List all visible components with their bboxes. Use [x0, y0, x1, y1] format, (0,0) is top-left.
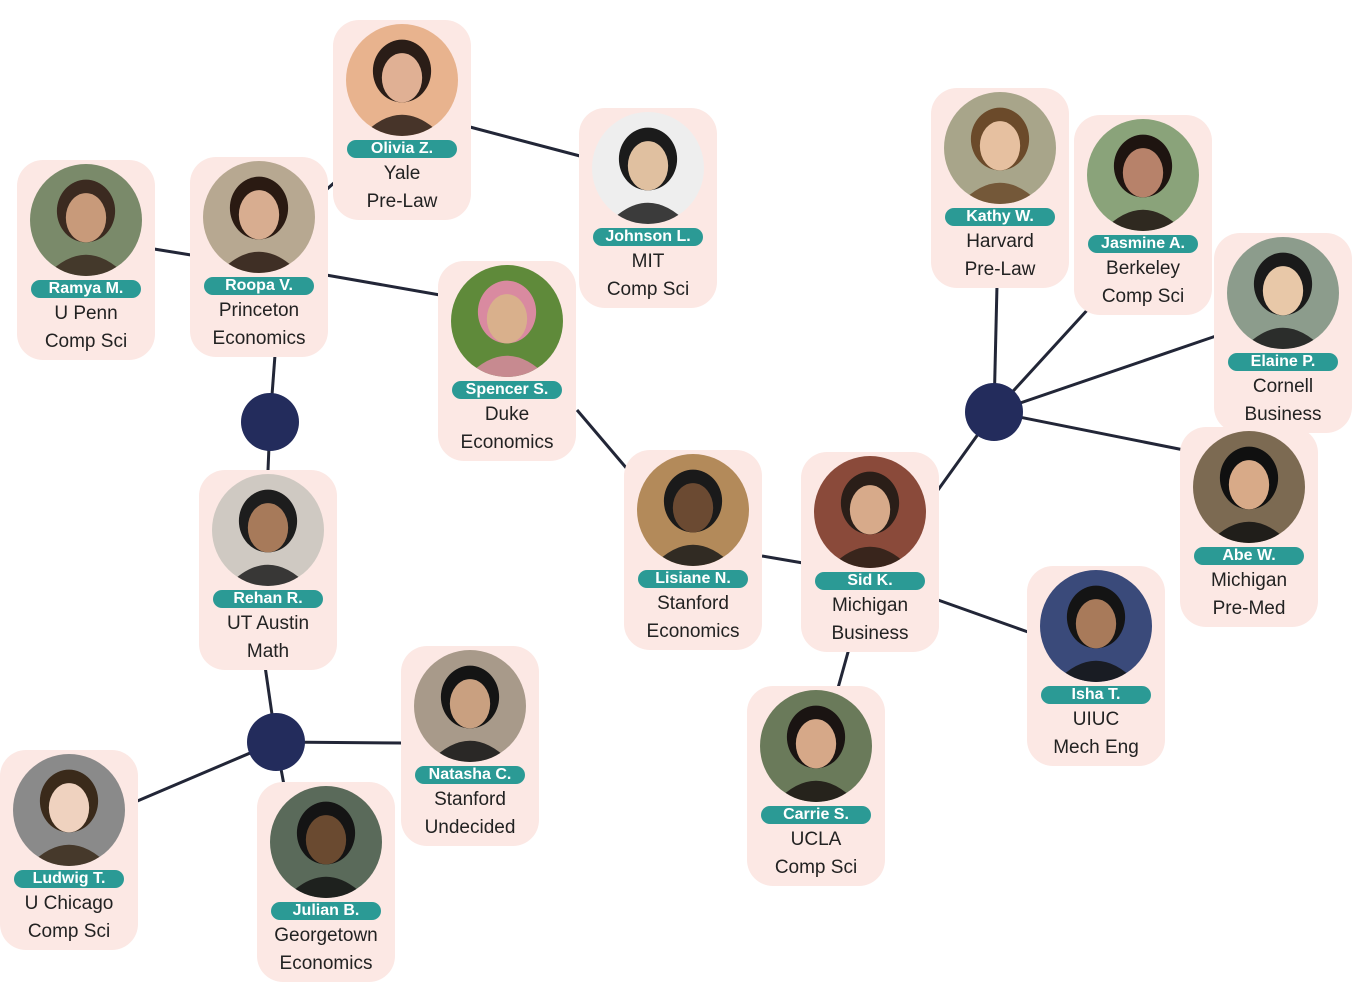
hub-roopa-rehan	[241, 393, 299, 451]
field-label: Pre-Med	[1212, 598, 1286, 619]
field-label: Undecided	[424, 817, 516, 838]
avatar	[212, 474, 324, 586]
name-label: Julian B.	[271, 902, 381, 920]
avatar	[270, 786, 382, 898]
name-label: Rehan R.	[213, 590, 323, 608]
school-label: Duke	[484, 404, 530, 425]
name-label: Roopa V.	[204, 277, 314, 295]
name-label: Elaine P.	[1228, 353, 1338, 371]
school-label: UIUC	[1072, 709, 1120, 730]
field-label: Comp Sci	[774, 857, 858, 878]
name-label: Ramya M.	[31, 280, 141, 298]
avatar	[1193, 431, 1305, 543]
person-card-carrie[interactable]: Carrie S. UCLA Comp Sci	[747, 686, 885, 886]
field-label: Comp Sci	[27, 921, 111, 942]
school-label: Georgetown	[274, 925, 378, 946]
name-label: Isha T.	[1041, 686, 1151, 704]
school-label: Stanford	[657, 593, 729, 614]
avatar	[1087, 119, 1199, 231]
link-ramya-roopa	[153, 247, 192, 257]
field-label: Pre-Law	[964, 259, 1036, 280]
field-label: Economics	[279, 953, 373, 974]
name-label: Kathy W.	[945, 208, 1055, 226]
field-label: Economics	[460, 432, 554, 453]
link-east-hub-abe	[993, 410, 1185, 452]
name-label: Sid K.	[815, 572, 925, 590]
avatar	[944, 92, 1056, 204]
school-label: Michigan	[1210, 570, 1288, 591]
name-label: Johnson L.	[593, 228, 703, 246]
school-label: Yale	[383, 163, 421, 184]
link-east-hub-elaine	[993, 334, 1217, 414]
school-label: U Chicago	[24, 893, 114, 914]
name-label: Olivia Z.	[347, 140, 457, 158]
avatar	[13, 754, 125, 866]
name-label: Abe W.	[1194, 547, 1304, 565]
avatar	[760, 690, 872, 802]
name-label: Natasha C.	[415, 766, 525, 784]
school-label: Stanford	[434, 789, 506, 810]
school-label: MIT	[631, 251, 665, 272]
person-card-johnson[interactable]: Johnson L. MIT Comp Sci	[579, 108, 717, 308]
name-label: Carrie S.	[761, 806, 871, 824]
school-label: UT Austin	[226, 613, 310, 634]
school-label: Harvard	[966, 231, 1034, 252]
field-label: Economics	[646, 621, 740, 642]
field-label: Comp Sci	[44, 331, 128, 352]
avatar	[1040, 570, 1152, 682]
link-lisiane-sid	[761, 554, 804, 565]
avatar	[414, 650, 526, 762]
school-label: Cornell	[1252, 376, 1314, 397]
avatar	[203, 161, 315, 273]
school-label: Michigan	[831, 595, 909, 616]
field-label: Economics	[212, 328, 306, 349]
avatar	[814, 456, 926, 568]
avatar	[30, 164, 142, 276]
hub-east	[965, 383, 1023, 441]
link-sid-carrie	[836, 644, 852, 689]
name-label: Spencer S.	[452, 381, 562, 399]
name-label: Ludwig T.	[14, 870, 124, 888]
avatar	[1227, 237, 1339, 349]
field-label: Math	[246, 641, 290, 662]
field-label: Comp Sci	[606, 279, 690, 300]
name-label: Jasmine A.	[1088, 235, 1198, 253]
field-label: Comp Sci	[1101, 286, 1185, 307]
school-label: UCLA	[790, 829, 842, 850]
person-card-isha[interactable]: Isha T. UIUC Mech Eng	[1027, 566, 1165, 766]
link-roopa-spencer	[325, 273, 441, 297]
field-label: Mech Eng	[1053, 737, 1139, 758]
field-label: Pre-Law	[366, 191, 438, 212]
avatar	[592, 112, 704, 224]
link-olivia-johnson	[469, 125, 581, 158]
link-sid-isha	[937, 598, 1029, 634]
school-label: Berkeley	[1106, 258, 1180, 279]
link-spencer-lisiane	[575, 409, 630, 471]
school-label: U Penn	[54, 303, 118, 324]
avatar	[451, 265, 563, 377]
school-label: Princeton	[218, 300, 300, 321]
field-label: Business	[1244, 404, 1322, 425]
hub-west	[247, 713, 305, 771]
avatar	[346, 24, 458, 136]
name-label: Lisiane N.	[638, 570, 748, 588]
field-label: Business	[831, 623, 909, 644]
avatar	[637, 454, 749, 566]
